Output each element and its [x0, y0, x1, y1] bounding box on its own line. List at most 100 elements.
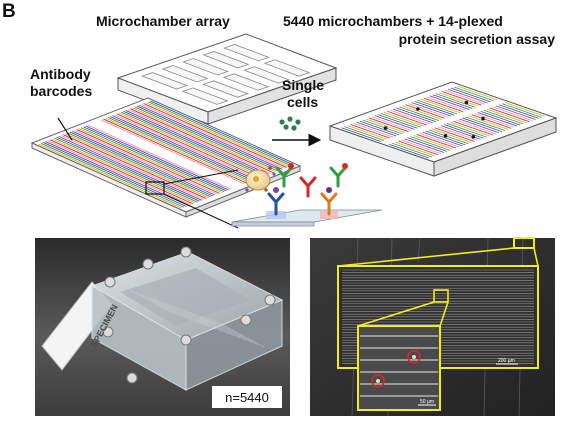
antibody-label-pointer: [57, 117, 73, 141]
zoom-line: [439, 301, 449, 327]
barcode-stripe: [134, 106, 278, 172]
barcode-stripe: [109, 116, 254, 181]
antibody-label-line-2: barcodes: [30, 83, 93, 99]
barcode-stripe: [78, 128, 223, 193]
microchamber-groove: [222, 73, 270, 91]
device-stripe: [456, 119, 496, 135]
count-label-box: [212, 386, 282, 408]
device-stripe: [504, 102, 545, 117]
antibody-assay-cartoon: [231, 163, 383, 227]
barcode-stripe: [83, 126, 227, 192]
device-stripe: [383, 112, 424, 127]
microchamber-groove: [182, 58, 229, 76]
device-stripe: [441, 91, 482, 106]
antibody-y-icon: [299, 176, 317, 198]
antibody-y-icon: [267, 192, 285, 216]
barcode-stripe: [112, 115, 256, 180]
barcode-stripe: [40, 142, 185, 208]
single-cell-dot: [295, 119, 301, 125]
device-stripe: [414, 101, 455, 116]
antibody-y-icon: [329, 166, 347, 188]
device-stripe: [495, 105, 536, 120]
photo-channel-line: [135, 291, 181, 317]
device-stripe: [459, 118, 500, 134]
photo-channel-line: [189, 311, 235, 337]
device-stripe: [444, 90, 485, 105]
device-stripe: [465, 116, 506, 131]
device-stripe: [462, 117, 503, 132]
barcode-stripe: [105, 117, 249, 183]
barcode-stripe: [85, 125, 229, 191]
barcode-slide: [30, 97, 302, 229]
device-stripe: [438, 92, 479, 107]
zoom-line: [163, 193, 239, 229]
photo-channel-line: [177, 307, 223, 332]
corner-highlight: [513, 237, 535, 249]
microchamber-groove: [141, 72, 188, 90]
device-stripe: [447, 88, 488, 104]
device-stripe: [356, 121, 397, 137]
device-stripe: [365, 118, 406, 134]
device-cell-dot: [443, 134, 448, 138]
barcode-stripe: [132, 107, 276, 173]
barcode-stripe: [54, 137, 198, 203]
microchamber-grooves: [141, 44, 311, 105]
zoom-box: [145, 181, 165, 195]
barcode-stripe: [65, 133, 209, 199]
device-stripe: [425, 130, 466, 146]
device-stripe: [386, 110, 427, 126]
microchamber-groove: [263, 59, 311, 77]
device-stripe: [417, 99, 458, 115]
barcode-stripe: [147, 101, 292, 167]
device-cell-dot: [383, 126, 388, 130]
device-stripe: [492, 106, 533, 121]
microchamber-groove: [202, 80, 249, 98]
assay-title-line-2: protein secretion assay: [398, 31, 555, 47]
count-label: n=5440: [225, 390, 269, 405]
microchamber-groove: [243, 66, 290, 84]
device-stripe: [437, 126, 478, 141]
antibody-y-icon: [275, 166, 293, 188]
barcode-stripe: [103, 118, 247, 184]
device-stripe: [483, 109, 524, 125]
device-stripe: [362, 119, 403, 135]
photo-channel-line: [171, 305, 217, 330]
photo-channel-line: [213, 320, 259, 346]
device-stripe: [401, 139, 442, 154]
barcode-stripe: [143, 103, 287, 168]
device-stripe: [389, 143, 429, 159]
cell-circle-highlight: [407, 350, 421, 364]
microchamber-groove: [181, 87, 229, 105]
device-stripe: [353, 123, 394, 138]
barcode-stripe: [47, 140, 191, 206]
single-cells-label-line-1: Single: [282, 77, 325, 93]
device-stripe: [341, 127, 382, 142]
barcode-stripe: [107, 116, 252, 182]
device-stripe: [374, 115, 415, 130]
photo-channel-line: [195, 313, 241, 339]
barcode-stripe: [38, 143, 182, 209]
device-stripe: [423, 97, 464, 113]
single-cell-dot: [291, 125, 297, 131]
barcode-stripe: [130, 108, 274, 174]
device-stripe: [468, 115, 509, 130]
device-stripe: [447, 123, 487, 138]
chamber-zoom-panel: [357, 325, 441, 411]
barcode-stripe: [87, 124, 231, 190]
microchamber-array-title: Microchamber array: [96, 13, 230, 29]
barcode-stripe: [116, 113, 260, 179]
chamber-highlight: [433, 289, 449, 303]
barcode-stripe: [63, 134, 207, 199]
antibody-label-line-1: Antibody: [30, 66, 91, 82]
device-stripe: [486, 108, 527, 124]
barcode-stripe: [127, 109, 272, 174]
zoom-line: [533, 247, 539, 267]
device-stripe: [420, 98, 461, 114]
device-cell-dot: [471, 135, 476, 139]
device-stripe: [392, 142, 432, 158]
device-stripe: [477, 112, 518, 127]
photo-channel-line: [219, 322, 265, 348]
device-stripe: [453, 120, 493, 136]
microchamber-groove: [202, 51, 250, 69]
photo-channel-line: [159, 300, 205, 326]
